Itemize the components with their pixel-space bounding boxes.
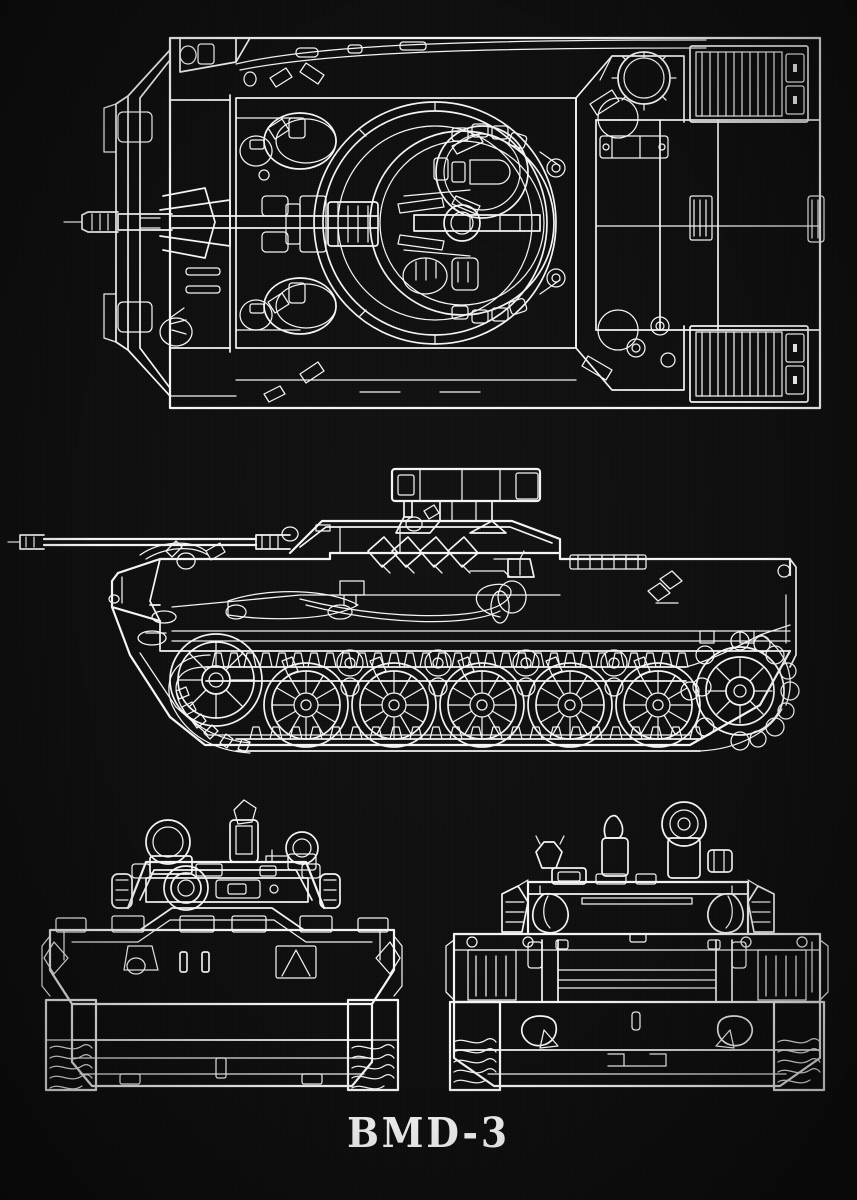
atgm-launcher (390, 467, 542, 534)
smoke-grenade-launchers (367, 536, 479, 574)
road-wheel (351, 662, 437, 748)
turret-bolt-ring (451, 123, 566, 324)
track-left-front (44, 998, 98, 1092)
suspension-arms (281, 656, 712, 697)
track-links-front-curve (175, 686, 251, 753)
front-view (41, 799, 403, 1092)
road-wheels (263, 662, 701, 748)
side-view-artwork (7, 467, 800, 754)
top-view (63, 36, 825, 410)
side-view (7, 467, 800, 754)
engine-grille-top (689, 45, 809, 123)
front-view-artwork (41, 799, 403, 1092)
track-guide-horns-lower (249, 726, 703, 740)
track-right-front (346, 998, 400, 1092)
track-left-rear (448, 1000, 502, 1092)
engine-grille-bottom (689, 325, 809, 403)
road-wheel (439, 662, 525, 748)
track-right-rear (772, 1000, 826, 1092)
rear-view (445, 801, 829, 1092)
sprocket-teeth (680, 631, 800, 751)
poster-title-text: BMD-3 (347, 1109, 510, 1157)
top-view-artwork (63, 36, 825, 410)
front-idler-wheel (169, 633, 263, 727)
poster-title: BMD-3 (0, 1113, 857, 1154)
rear-view-artwork (445, 801, 829, 1092)
return-rollers (336, 649, 628, 677)
track-guide-horns-upper (211, 652, 689, 668)
road-wheel (527, 662, 613, 748)
road-wheel (615, 662, 701, 748)
drive-sprocket (680, 631, 800, 751)
road-wheel (263, 662, 349, 748)
